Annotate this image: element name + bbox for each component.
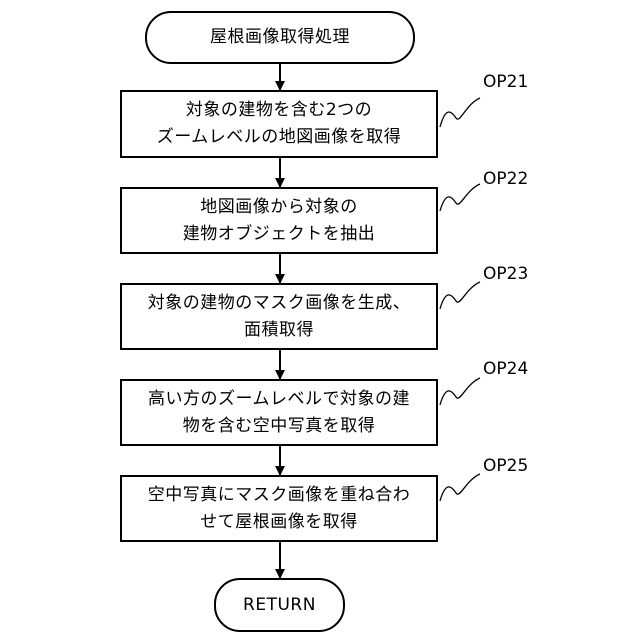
return-label: RETURN xyxy=(243,592,316,619)
step-label-op21: OP21 xyxy=(483,72,528,92)
op22-text-line-1: 地図画像から対象の xyxy=(183,194,376,221)
op24-text-line-2: 物を含む空中写真を取得 xyxy=(148,413,410,440)
step-label-op24: OP24 xyxy=(483,359,528,379)
start-label: 屋根画像取得処理 xyxy=(210,24,350,51)
leader-op24 xyxy=(440,378,480,405)
op21-text-line-1: 対象の建物を含む2つの xyxy=(157,97,402,124)
process-box-op22: 地図画像から対象の 建物オブジェクトを抽出 xyxy=(120,187,438,254)
process-box-op24: 高い方のズームレベルで対象の建 物を含む空中写真を取得 xyxy=(120,379,438,446)
leader-op21 xyxy=(440,98,480,127)
op24-text-line-1: 高い方のズームレベルで対象の建 xyxy=(148,386,410,413)
op25-text-line-2: せて屋根画像を取得 xyxy=(148,509,411,536)
step-label-op22: OP22 xyxy=(483,169,528,189)
leader-op22 xyxy=(440,184,480,211)
op22-text-line-2: 建物オブジェクトを抽出 xyxy=(183,221,376,248)
leader-op25 xyxy=(440,474,480,501)
op23-text-line-1: 対象の建物のマスク画像を生成、 xyxy=(148,290,411,317)
return-terminal: RETURN xyxy=(214,578,345,632)
op23-text-line-2: 面積取得 xyxy=(148,317,411,344)
step-label-op23: OP23 xyxy=(483,264,528,284)
op21-text-line-2: ズームレベルの地図画像を取得 xyxy=(157,124,402,151)
process-box-op25: 空中写真にマスク画像を重ね合わ せて屋根画像を取得 xyxy=(120,475,438,542)
step-label-op25: OP25 xyxy=(483,456,528,476)
start-terminal: 屋根画像取得処理 xyxy=(145,11,415,64)
op25-text-line-1: 空中写真にマスク画像を重ね合わ xyxy=(148,482,411,509)
process-box-op21: 対象の建物を含む2つの ズームレベルの地図画像を取得 xyxy=(120,90,438,158)
process-box-op23: 対象の建物のマスク画像を生成、 面積取得 xyxy=(120,283,438,350)
leader-op23 xyxy=(440,282,480,309)
